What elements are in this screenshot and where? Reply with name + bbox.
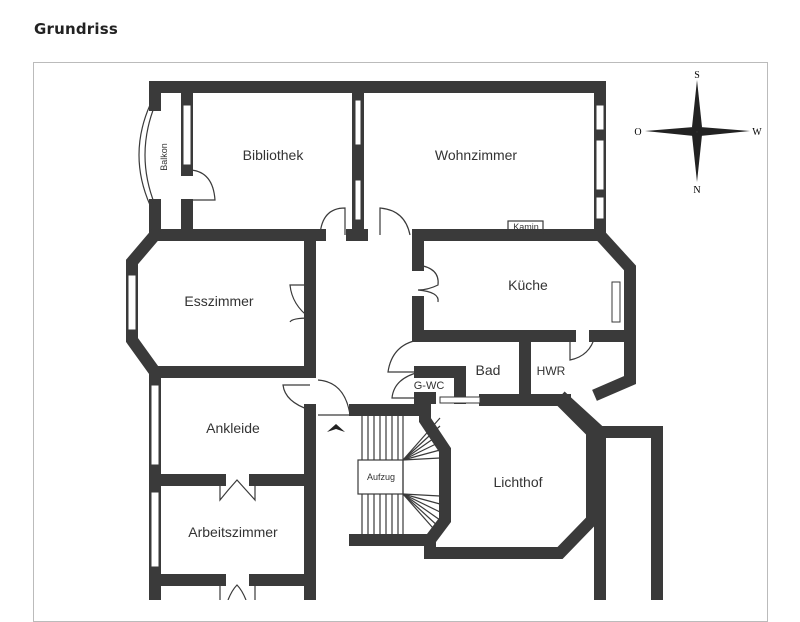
stair-winder bbox=[402, 449, 441, 461]
stair-winder bbox=[402, 457, 441, 461]
compass-south: S bbox=[694, 70, 700, 81]
stair-winder bbox=[402, 493, 441, 529]
compass-rose-icon: S N O W bbox=[634, 70, 762, 196]
windows bbox=[127, 99, 621, 568]
compass-north: N bbox=[693, 185, 700, 196]
stair-winder bbox=[402, 493, 441, 497]
stair-winder bbox=[402, 493, 441, 513]
stair-winder bbox=[402, 493, 441, 521]
label-gwc: G-WC bbox=[414, 380, 445, 392]
label-aufzug: Aufzug bbox=[367, 472, 395, 482]
label-bibliothek: Bibliothek bbox=[243, 147, 305, 163]
compass-east: O bbox=[634, 127, 641, 138]
compass-west: W bbox=[752, 127, 762, 138]
stair-winder bbox=[402, 433, 441, 461]
stair-winder bbox=[402, 493, 441, 505]
label-esszimmer: Esszimmer bbox=[184, 293, 254, 309]
label-arbeitszimmer: Arbeitszimmer bbox=[188, 524, 278, 540]
room-labels: Bibliothek Wohnzimmer Kamin Esszimmer Kü… bbox=[159, 143, 566, 540]
label-kueche: Küche bbox=[508, 277, 548, 293]
label-balkon: Balkon bbox=[159, 143, 169, 171]
doors bbox=[138, 104, 596, 600]
label-bad: Bad bbox=[476, 362, 501, 378]
stair-winder bbox=[402, 417, 441, 461]
label-kamin: Kamin bbox=[513, 222, 539, 232]
stair-winder bbox=[402, 493, 441, 537]
label-hwr: HWR bbox=[537, 364, 566, 378]
stair-winder bbox=[402, 441, 441, 461]
stair-winder bbox=[402, 425, 441, 461]
kamin-box bbox=[507, 220, 544, 234]
staircase bbox=[357, 415, 441, 537]
label-lichthof: Lichthof bbox=[493, 474, 542, 490]
page-title: Grundriss bbox=[34, 20, 118, 38]
label-wohnzimmer: Wohnzimmer bbox=[435, 147, 518, 163]
entrance-arrow-icon bbox=[327, 424, 345, 432]
label-ankleide: Ankleide bbox=[206, 420, 260, 436]
floorplan: Bibliothek Wohnzimmer Kamin Esszimmer Kü… bbox=[126, 70, 762, 600]
